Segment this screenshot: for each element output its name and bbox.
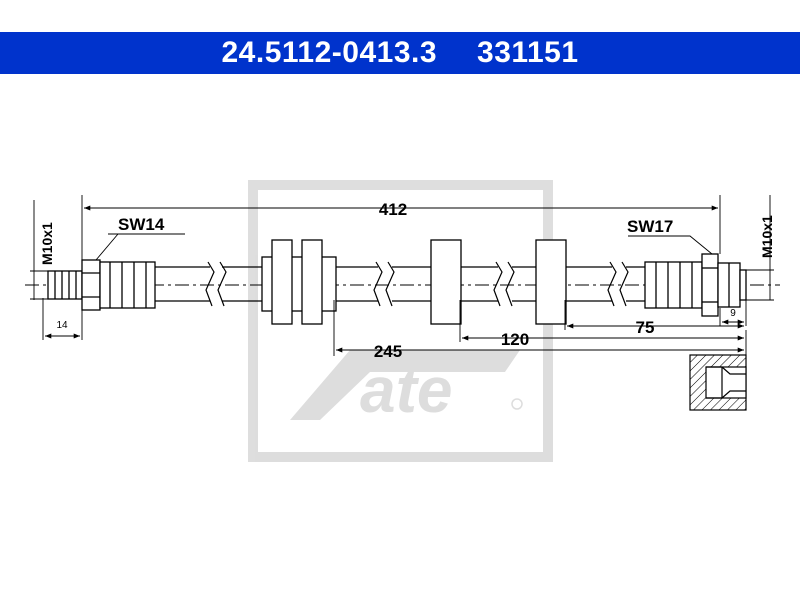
- right-thread-label: M10x1: [759, 215, 775, 258]
- extension-lines: [42, 195, 747, 356]
- hose-body: [155, 261, 645, 307]
- total-length-label: 412: [379, 200, 407, 219]
- left-thread-label: M10x1: [39, 222, 55, 265]
- right-thread-length-label: 9: [730, 308, 736, 319]
- hose-clamp-2: [535, 239, 567, 325]
- reference-number: 331151: [477, 36, 579, 69]
- right-fitting: [644, 253, 747, 317]
- dim-245-label: 245: [374, 342, 402, 361]
- dim-75-label: 75: [636, 318, 655, 337]
- header-bar: 24.5112-0413.3 331151: [0, 32, 800, 74]
- left-fitting: [47, 259, 156, 311]
- hose-clamp-1: [430, 239, 462, 325]
- mounting-grommet: [261, 239, 337, 325]
- ate-logo-watermark: ate: [248, 180, 553, 462]
- part-number: 24.5112-0413.3: [221, 36, 438, 69]
- left-thread-length-label: 14: [56, 320, 68, 331]
- section-detail: [689, 354, 747, 411]
- dim-120-label: 120: [501, 330, 529, 349]
- left-wrench-label: SW14: [118, 215, 165, 234]
- dimension-lines: [30, 195, 774, 353]
- svg-text:ate: ate: [360, 354, 453, 426]
- right-wrench-label: SW17: [627, 217, 673, 236]
